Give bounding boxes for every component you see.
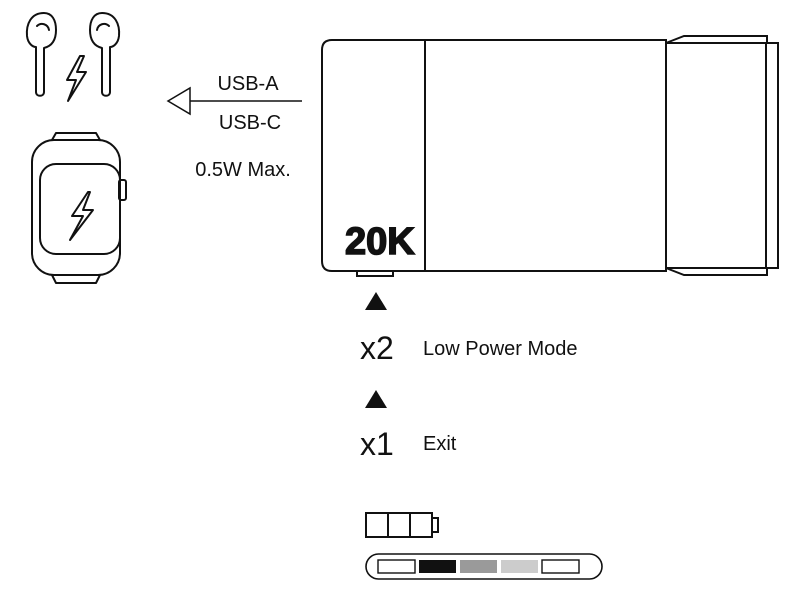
power-bank [321,35,779,276]
triangle-up-icon [365,390,387,408]
usb-c-label: USB-C [219,112,281,134]
output-arrow [166,86,302,116]
power-button[interactable] [356,270,394,277]
led-segment [501,560,538,573]
smartwatch-icon [31,132,127,284]
led-segment [419,560,456,573]
led-segment [541,559,580,574]
earbuds-icon [25,12,121,97]
battery-icon [365,512,439,538]
led-segments [377,559,580,574]
lightning-icon [69,191,94,241]
led-segment [460,560,497,573]
triangle-up-icon [365,292,387,310]
low-power-press-count: x2 [360,330,394,366]
led-segment [377,559,416,574]
lightning-icon [66,55,87,102]
max-output-label: 0.5W Max. [195,159,291,181]
exit-press-count: x1 [360,426,394,462]
exit-label: Exit [423,433,457,455]
usb-a-label: USB-A [217,73,279,95]
capacity-label: 20K [345,221,415,263]
low-power-label: Low Power Mode [423,338,578,360]
